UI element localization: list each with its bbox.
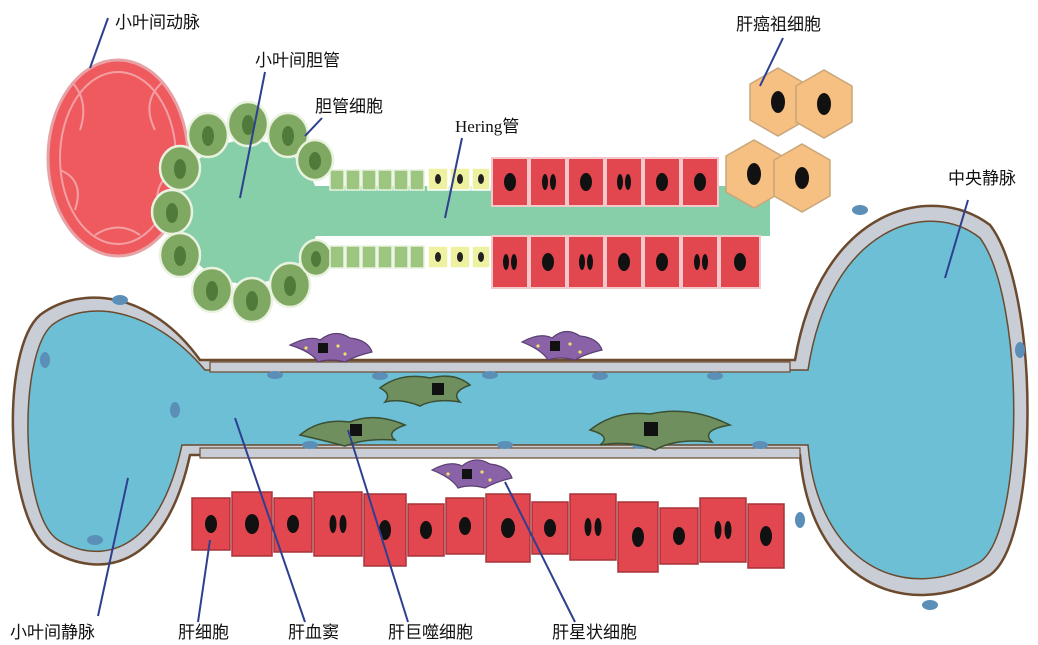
label-interlobular-bile-duct: 小叶间胆管 bbox=[255, 51, 340, 71]
label-interlobular-artery: 小叶间动脉 bbox=[115, 13, 200, 33]
label-hepatocyte: 肝细胞 bbox=[178, 623, 229, 643]
label-interlobular-vein: 小叶间静脉 bbox=[10, 623, 95, 643]
progenitor-cells bbox=[726, 68, 852, 212]
hepatocyte-row-lower bbox=[192, 492, 784, 572]
label-central-vein: 中央静脉 bbox=[948, 169, 1016, 189]
label-hepatic-stellate-cell: 肝星状细胞 bbox=[552, 623, 637, 643]
label-hepatic-sinusoid: 肝血窦 bbox=[288, 623, 339, 643]
label-kupffer-cell: 肝巨噬细胞 bbox=[388, 623, 473, 643]
label-cholangiocyte: 胆管细胞 bbox=[315, 97, 383, 117]
label-hepatic-progenitor-cell: 肝癌祖细胞 bbox=[736, 15, 821, 35]
label-canal-of-hering: Hering管 bbox=[455, 117, 519, 136]
